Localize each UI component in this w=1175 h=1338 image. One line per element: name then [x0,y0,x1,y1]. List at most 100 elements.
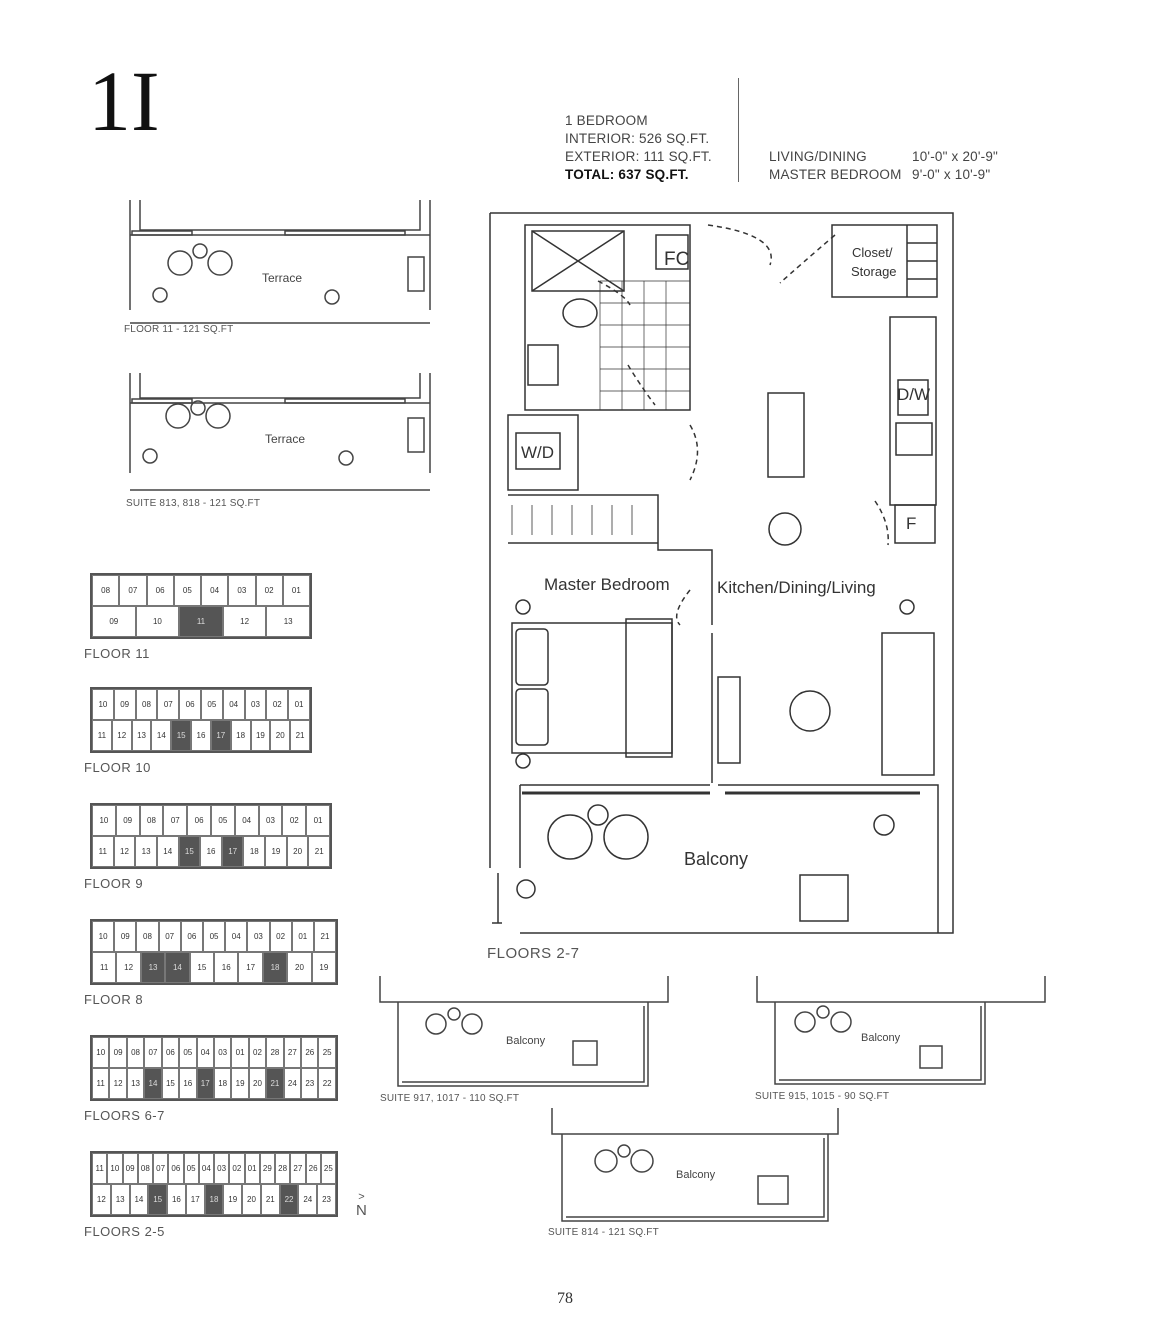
key-plate-unit: 13 [126,1068,145,1099]
key-plate-unit: 01 [291,921,314,952]
key-plate-unit: 18 [243,836,266,867]
key-plate-unit: 08 [92,575,120,606]
key-plate-label: FLOOR 9 [84,876,144,891]
key-plate-unit: 03 [214,1153,230,1184]
key-plate-unit: 17 [221,836,244,867]
key-plate-unit: 26 [305,1153,321,1184]
key-plate-unit: 18 [230,720,251,751]
key-plate-unit: 15 [148,1184,168,1215]
key-plate-unit: 28 [275,1153,291,1184]
main-floor-plan: FC Closet/ Storage D/W W/D F Master Bedr… [489,212,954,934]
terrace-suite-813-818: Terrace [129,373,431,491]
balcony-label: Balcony [861,1032,901,1044]
interior-area: INTERIOR: 526 SQ.FT. [565,131,710,146]
balcony-suite-814: Balcony [551,1108,839,1222]
key-plate-unit: 01 [306,805,330,836]
key-plate-unit: 08 [137,1153,153,1184]
key-plate-unit: 12 [111,720,132,751]
key-plate-unit: 09 [109,1037,127,1068]
fc-label: FC [664,249,689,270]
key-plate-unit: 02 [266,689,289,720]
key-plate-unit: 07 [163,805,188,836]
washer-dryer-label: W/D [521,443,554,462]
key-plate-unit: 10 [92,1037,110,1068]
north-arrow-icon: > [358,1191,365,1203]
balcony-caption: SUITE 917, 1017 - 110 SQ.FT [380,1093,520,1104]
key-plate-unit: 19 [231,1068,249,1099]
balcony-label: Balcony [676,1169,716,1181]
key-plate-unit: 16 [200,836,222,867]
key-plate-unit: 07 [119,575,147,606]
key-plate-unit: 15 [189,952,215,983]
storage-label: Storage [851,264,897,279]
key-plate-unit: 07 [157,689,180,720]
key-plate-unit: 15 [171,720,192,751]
key-plate-unit: 12 [113,836,136,867]
key-plate-unit: 05 [179,1037,197,1068]
master-bedroom-label: Master Bedroom [544,575,670,594]
key-plate-unit: 27 [290,1153,306,1184]
key-plate-label: FLOORS 6-7 [84,1108,165,1123]
key-plate-unit: 17 [238,952,263,983]
balcony-label: Balcony [684,849,748,869]
key-plate-unit: 06 [179,689,201,720]
key-plate-unit: 11 [92,952,117,983]
key-plate-unit: 10 [135,606,180,637]
key-plate-unit: 04 [234,805,259,836]
closet-label: Closet/ [852,245,893,260]
key-plate-unit: 22 [318,1068,336,1099]
key-plate-unit: 01 [231,1037,249,1068]
key-plate-unit: 23 [301,1068,319,1099]
key-plate-unit: 27 [283,1037,302,1068]
balcony-suite-915-1015: Balcony [756,976,1046,1085]
dim-room: MASTER BEDROOM [769,167,902,182]
key-plate-unit: 23 [317,1184,336,1215]
dim-size: 9'-0" x 10'-9" [912,167,991,182]
key-plate-unit: 01 [244,1153,260,1184]
key-plate-unit: 22 [279,1184,299,1215]
key-plate-unit: 16 [214,952,239,983]
key-plate-unit: 02 [229,1153,245,1184]
key-plate-unit: 19 [265,836,287,867]
key-plate-unit: 17 [185,1184,205,1215]
key-plate-unit: 10 [92,805,116,836]
key-plate-unit: 24 [298,1184,318,1215]
key-plate-unit: 12 [109,1068,127,1099]
key-plate-unit: 21 [266,1068,284,1099]
key-plate-unit: 06 [146,575,174,606]
key-plate-unit: 05 [202,921,226,952]
key-plate-unit: 06 [187,805,211,836]
dishwasher-label: D/W [897,385,930,404]
key-plate-unit: 06 [180,921,203,952]
key-plate-unit: 25 [320,1153,336,1184]
key-plate-unit: 02 [282,805,307,836]
key-plate-unit: 02 [248,1037,267,1068]
key-plate-unit: 08 [136,921,159,952]
key-plate-unit: 20 [286,836,309,867]
key-plate-unit: 02 [255,575,283,606]
key-plate-unit: 11 [92,720,112,751]
key-plate-unit: 19 [250,720,271,751]
key-plate-unit: 21 [260,1184,280,1215]
exterior-area: EXTERIOR: 111 SQ.FT. [565,149,712,164]
key-plate-unit: 05 [200,689,223,720]
key-plate-unit: 18 [262,952,288,983]
key-plate-unit: 15 [161,1068,180,1099]
key-plate-unit: 19 [311,952,337,983]
kitchen-label: Kitchen/Dining/Living [717,578,876,597]
key-plate-unit: 20 [270,720,291,751]
key-plate-unit: 21 [290,720,310,751]
divider [738,78,739,182]
page-number: 78 [557,1290,573,1307]
key-plate-unit: 18 [213,1068,232,1099]
key-plate-unit: 06 [168,1153,184,1184]
